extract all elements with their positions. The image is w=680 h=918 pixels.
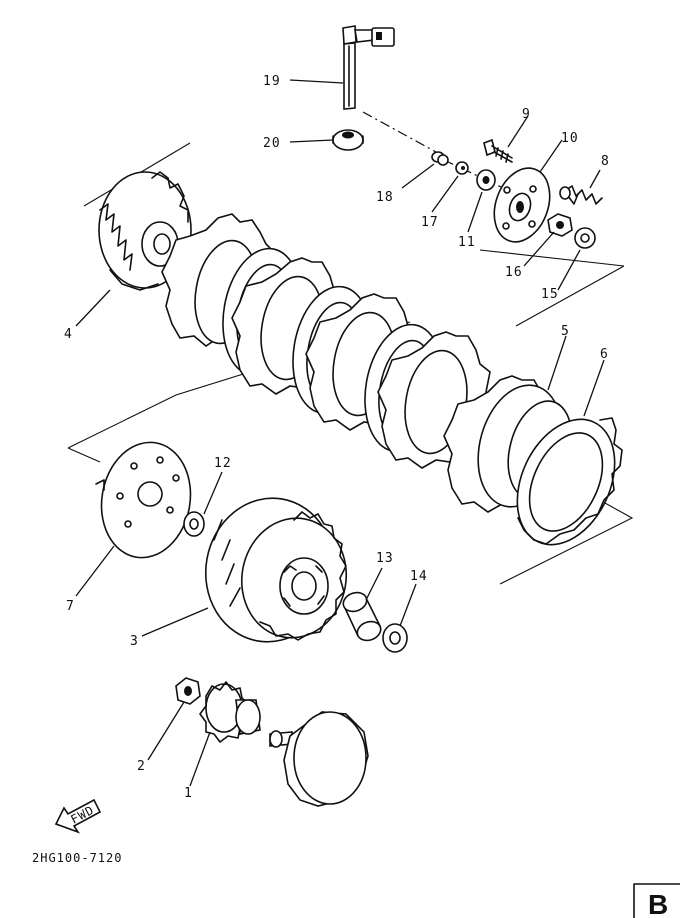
leader-line bbox=[203, 471, 223, 515]
part-label-4: 4 bbox=[64, 327, 73, 342]
leader-line bbox=[75, 289, 111, 327]
leader-line bbox=[399, 583, 417, 627]
part-label-19: 19 bbox=[263, 74, 281, 89]
frame-line bbox=[67, 447, 101, 463]
corner-letter: B bbox=[648, 889, 668, 918]
leader-line bbox=[507, 115, 529, 148]
part-label-16: 16 bbox=[505, 265, 523, 280]
part-label-20: 20 bbox=[263, 136, 281, 151]
part-label-9: 9 bbox=[522, 107, 531, 122]
primary-drive-gear bbox=[199, 681, 261, 743]
leader-line bbox=[523, 231, 555, 267]
part-label-8: 8 bbox=[601, 154, 610, 169]
corner-section-mark: B bbox=[633, 883, 680, 918]
leader-line bbox=[141, 607, 209, 637]
part-label-3: 3 bbox=[130, 634, 139, 649]
bearing bbox=[332, 129, 364, 151]
washer-large bbox=[382, 623, 408, 653]
part-label-10: 10 bbox=[561, 131, 579, 146]
part-label-11: 11 bbox=[458, 235, 476, 250]
frame-line bbox=[515, 265, 625, 327]
leader-line bbox=[539, 139, 563, 173]
leader-line bbox=[365, 567, 383, 601]
axis-line bbox=[362, 111, 437, 153]
lock-nut bbox=[547, 213, 573, 237]
part-label-17: 17 bbox=[421, 215, 439, 230]
part-label-14: 14 bbox=[410, 569, 428, 584]
leader-line bbox=[431, 175, 459, 213]
thrust-washer bbox=[183, 511, 205, 537]
leader-line bbox=[589, 169, 601, 189]
part-label-5: 5 bbox=[561, 324, 570, 339]
leader-line bbox=[289, 79, 344, 84]
part-label-13: 13 bbox=[376, 551, 394, 566]
fwd-arrow-icon: FWD bbox=[54, 798, 102, 834]
clutch-housing bbox=[204, 497, 348, 643]
crank-web bbox=[269, 711, 369, 807]
spacer bbox=[342, 591, 382, 642]
pressure-plate-lower bbox=[95, 441, 192, 559]
frame-line bbox=[479, 249, 625, 267]
bolt bbox=[483, 138, 513, 163]
leader-line bbox=[557, 249, 581, 291]
leader-line bbox=[147, 701, 185, 761]
part-label-2: 2 bbox=[137, 759, 146, 774]
part-label-12: 12 bbox=[214, 456, 232, 471]
part-label-15: 15 bbox=[541, 287, 559, 302]
pressure-plate bbox=[493, 167, 551, 243]
push-bearing bbox=[476, 169, 496, 191]
push-rod bbox=[342, 25, 395, 110]
leader-line bbox=[401, 163, 435, 189]
washer-small bbox=[455, 161, 469, 175]
clutch-spring bbox=[559, 185, 603, 205]
leader-line bbox=[547, 335, 567, 391]
leader-line bbox=[583, 359, 605, 417]
leader-line bbox=[467, 191, 483, 233]
leader-line bbox=[289, 139, 334, 143]
friction-ring bbox=[516, 417, 623, 546]
part-label-18: 18 bbox=[376, 190, 394, 205]
part-label-1: 1 bbox=[184, 786, 193, 801]
diagram-code: 2HG100-7120 bbox=[32, 851, 122, 865]
part-label-6: 6 bbox=[600, 347, 609, 362]
collar bbox=[431, 151, 449, 166]
part-label-7: 7 bbox=[66, 599, 75, 614]
nut bbox=[175, 677, 201, 705]
leader-line bbox=[75, 545, 115, 597]
leader-line bbox=[189, 731, 211, 787]
lock-washer bbox=[574, 227, 596, 249]
